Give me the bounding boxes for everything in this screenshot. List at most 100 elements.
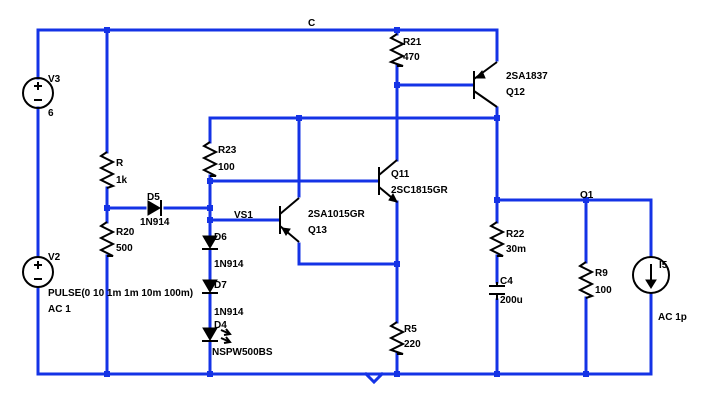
label-r22-value: 30m [506,244,526,255]
label-q13-ref: Q13 [308,225,327,236]
capacitor-c4[interactable] [489,282,505,300]
junction-dot [394,371,400,377]
label-d4-value: NSPW500BS [212,347,273,358]
junctions [104,27,589,377]
wire-q13-emitter [297,242,399,266]
label-r9-ref: R9 [595,268,608,279]
resistor-r22-zigzag[interactable] [488,221,506,257]
resistor-r9-zigzag[interactable] [577,261,595,299]
net-label-o1: O1 [580,190,594,201]
ground-symbol [363,371,385,385]
transistor-collector-leg [378,159,398,176]
label-q11-ref: Q11 [391,169,410,180]
diode-triangle [202,235,218,249]
source-circle [22,77,54,109]
diode-triangle [147,200,161,216]
junction-dot [104,371,110,377]
label-r-value: 1k [116,175,128,186]
voltage-source-v3[interactable] [22,77,54,109]
junction-dot [207,371,213,377]
label-d4-ref: D4 [214,320,227,331]
junction-dot [207,217,213,223]
label-v2-value: PULSE(0 10 1m 1m 10m 100m) [48,288,193,299]
led-d4[interactable] [202,327,232,344]
resistor-r5-zigzag[interactable] [388,321,406,355]
source-circle [632,256,670,294]
junction-dot [207,178,213,184]
transistor-q12[interactable] [473,61,498,108]
label-r5-value: 220 [404,339,421,350]
led-light-arrows-icon [220,328,232,344]
label-i5-ref: I5 [659,260,668,271]
resistor-r23-zigzag[interactable] [201,141,219,177]
label-i5-value: AC 1p [658,312,687,323]
arrow-head [645,279,657,289]
label-d5-value: 1N914 [140,217,170,228]
current-source-i5[interactable] [632,256,670,294]
label-r21-ref: R21 [403,37,422,48]
resistor-r-zigzag[interactable] [98,151,116,189]
source-circle [22,256,54,288]
wires [36,28,653,376]
label-c4-ref: C4 [500,276,513,287]
junction-dot [296,115,302,121]
resistor-r21-zigzag[interactable] [388,33,406,67]
label-d6-ref: D6 [214,232,227,243]
diode-triangle [202,327,218,341]
label-v2-ac: AC 1 [48,304,71,315]
junction-dot [207,205,213,211]
label-r20-ref: R20 [116,227,135,238]
junction-dot [104,205,110,211]
label-r22-ref: R22 [506,229,525,240]
junction-dot [394,27,400,33]
labels: C VS1 O1 V3 6 V2 PULSE(0 10 1m 1m 10m 10… [48,18,687,358]
diode-d6[interactable] [202,235,218,250]
voltage-source-v2[interactable] [22,256,54,288]
label-r5-ref: R5 [404,324,417,335]
label-q13-value: 2SA1015GR [308,209,365,220]
transistor-arrow [281,227,291,236]
net-label-vs1: VS1 [234,210,253,221]
label-v3-value: 6 [48,108,54,119]
label-q12-ref: Q12 [506,87,525,98]
junction-dot [394,82,400,88]
plus-sign [34,261,42,269]
diode-d5[interactable] [147,200,162,216]
transistor-collector-leg [279,197,300,215]
label-d6-value: 1N914 [214,259,244,270]
label-r23-value: 100 [218,162,235,173]
junction-dot [494,115,500,121]
label-r-ref: R [116,158,124,169]
label-q12-value: 2SA1837 [506,71,548,82]
diode-triangle [202,279,218,293]
wire-top-rail [36,28,499,62]
label-r23-ref: R23 [218,145,237,156]
label-d7-ref: D7 [214,280,227,291]
wire-output-o1 [495,198,653,376]
net-label-top: C [308,18,315,29]
junction-dot [394,261,400,267]
junction-dot [494,371,500,377]
label-d5-ref: D5 [147,192,160,203]
label-c4-value: 200u [500,295,523,306]
label-d7-value: 1N914 [214,307,244,318]
junction-dot [104,27,110,33]
diode-d7[interactable] [202,279,218,294]
transistor-arrow [474,70,486,79]
label-v3-ref: V3 [48,74,61,85]
transistor-arrow [388,193,398,203]
resistor-r20-zigzag[interactable] [98,221,116,257]
label-r20-value: 500 [116,243,133,254]
junction-dot [494,197,500,203]
junction-dot [583,197,589,203]
label-v2-ref: V2 [48,252,61,263]
transistor-q11[interactable] [378,159,398,203]
transistor-q13[interactable] [279,197,300,243]
transistor-collector-leg [473,90,498,108]
label-r9-value: 100 [595,285,612,296]
plus-sign [34,82,42,90]
junction-dot [583,371,589,377]
label-r21-value: 470 [403,52,420,63]
label-q11-value: 2SC1815GR [391,185,448,196]
